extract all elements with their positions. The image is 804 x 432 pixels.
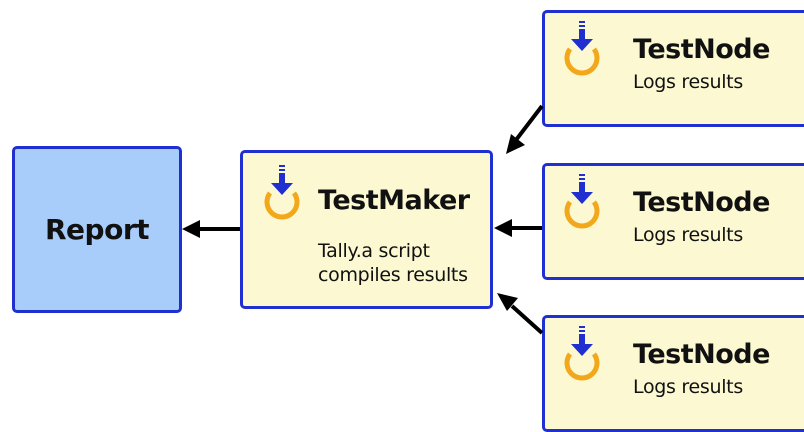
arrow-testmaker-to-report xyxy=(182,220,240,238)
testnode-subtitle: Logs results xyxy=(633,224,743,246)
arrow-testnode1-to-testmaker xyxy=(506,104,544,154)
report-label: Report xyxy=(44,213,150,246)
arrow-testnode2-to-testmaker xyxy=(494,219,542,237)
testnode-subtitle: Logs results xyxy=(633,376,743,398)
testnode-box-1: TestNode Logs results xyxy=(542,10,804,127)
testnode-title: TestNode xyxy=(633,34,770,65)
download-power-icon xyxy=(264,165,300,220)
testmaker-box: TestMaker Tally.a script compiles result… xyxy=(240,150,493,309)
download-power-icon xyxy=(564,326,600,381)
testmaker-description-line1: Tally.a script xyxy=(318,240,430,262)
testmaker-title: TestMaker xyxy=(318,185,470,216)
download-power-icon xyxy=(564,21,600,76)
testmaker-description-line2: compiles results xyxy=(318,264,468,286)
arrow-testnode3-to-testmaker xyxy=(497,293,544,335)
testnode-box-2: TestNode Logs results xyxy=(542,163,804,280)
testnode-title: TestNode xyxy=(633,339,770,370)
testnode-title: TestNode xyxy=(633,187,770,218)
testnode-subtitle: Logs results xyxy=(633,71,743,93)
report-box: Report xyxy=(12,146,182,313)
testnode-box-3: TestNode Logs results xyxy=(542,315,804,432)
download-power-icon xyxy=(564,174,600,229)
